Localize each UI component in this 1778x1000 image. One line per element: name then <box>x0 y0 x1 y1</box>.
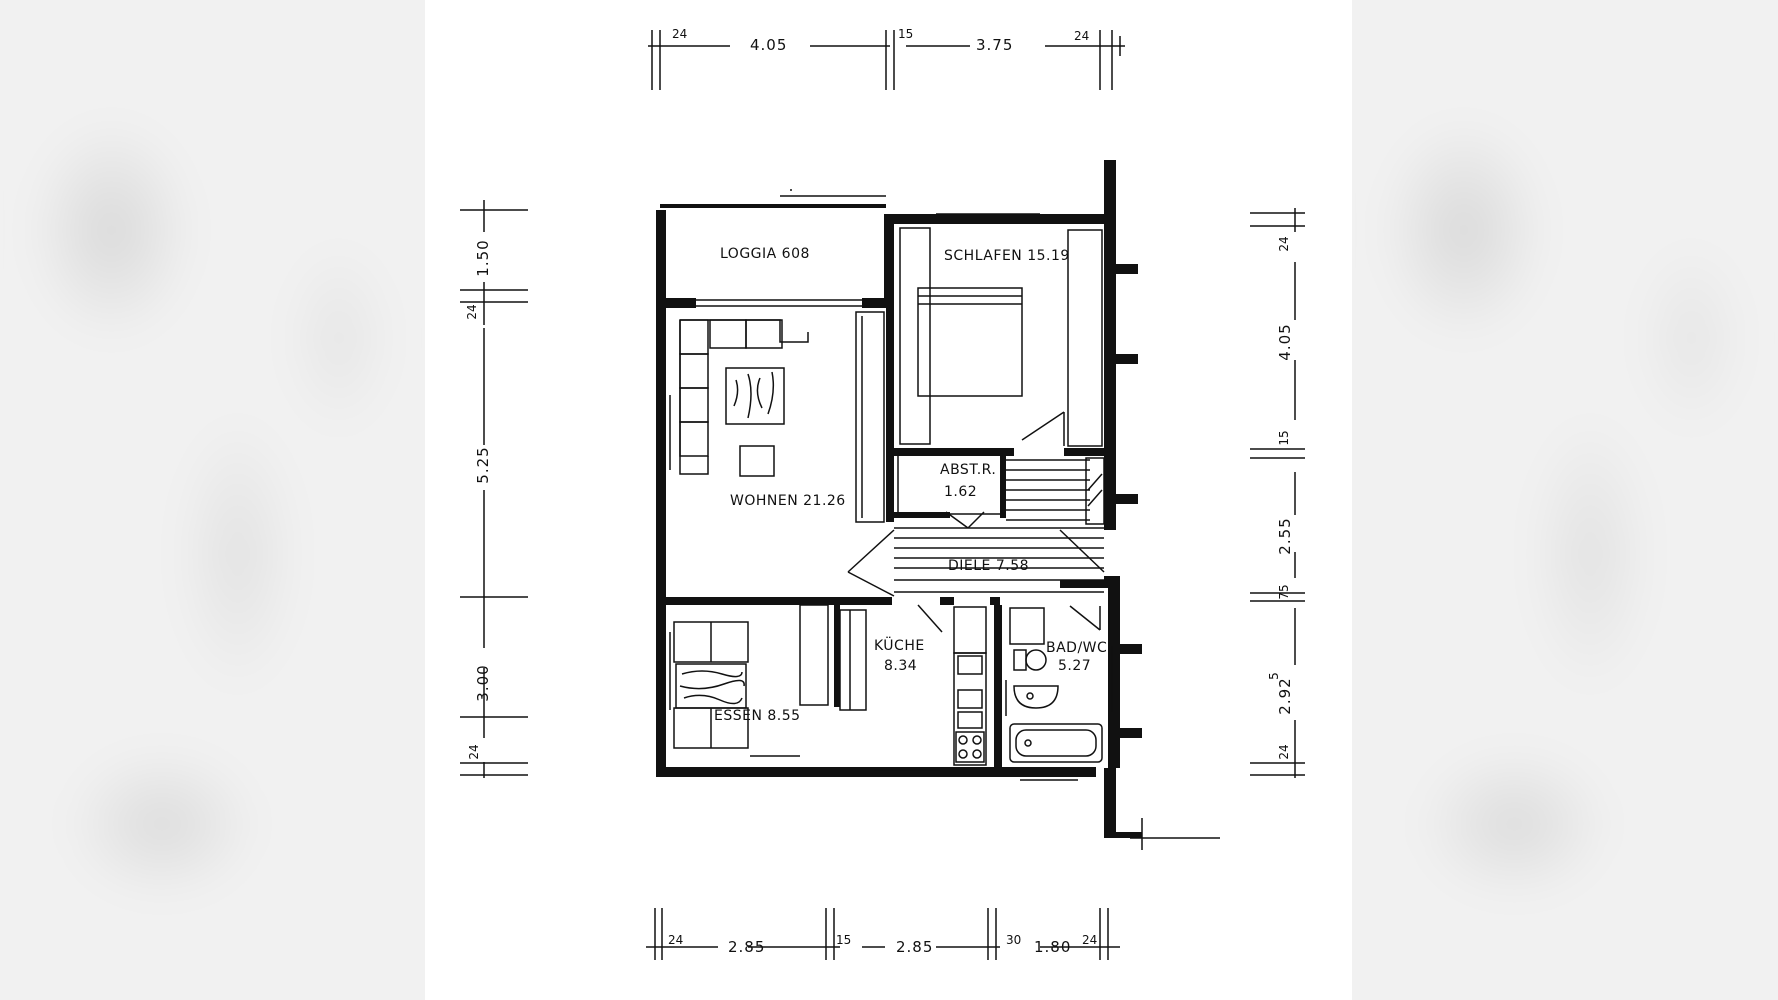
room-label-wohnen: WOHNEN 21.26 <box>730 493 846 509</box>
bedroom-room <box>899 213 1103 447</box>
room-label-kueche-name: KÜCHE <box>874 636 925 654</box>
floor-plan-sheet: 24 4.05 15 3.75 24 24 2.85 15 2.85 30 1.… <box>425 0 1352 1000</box>
stair-steps <box>1006 457 1105 525</box>
walls <box>656 160 1142 838</box>
room-label-schlafen: SCHLAFEN 15.19 <box>944 248 1070 264</box>
bottom-dimension-chain <box>646 908 1120 960</box>
top-dimension-chain <box>648 30 1125 90</box>
top-dim-1: 24 <box>672 27 687 41</box>
living-room <box>661 311 885 523</box>
bottom-dim-6: 1.80 <box>1034 938 1071 956</box>
blurred-background-right <box>1352 0 1778 1000</box>
dining-room <box>661 604 829 757</box>
right-dim-4: 2.55 <box>1276 517 1294 554</box>
top-dim-5: 24 <box>1074 29 1089 43</box>
bottom-dim-1: 24 <box>668 933 683 947</box>
bottom-dim-3: 15 <box>836 933 851 947</box>
blurred-background-left <box>0 0 425 1000</box>
bathroom-room <box>1005 605 1113 781</box>
room-label-kueche-area: 8.34 <box>884 658 917 674</box>
room-label-bad-area: 5.27 <box>1058 658 1091 674</box>
top-dim-4: 3.75 <box>976 36 1013 54</box>
room-label-abstr-area: 1.62 <box>944 484 977 500</box>
right-dim-6: 2.92 <box>1276 677 1294 714</box>
room-label-bad-name: BAD/WC <box>1046 640 1107 656</box>
top-dim-3: 15 <box>898 27 913 41</box>
right-dim-2: 4.05 <box>1276 323 1294 360</box>
left-dim-1: 1.50 <box>474 239 492 276</box>
right-dim-7: 24 <box>1277 744 1291 759</box>
room-label-abstr-name: ABST.R. <box>940 462 996 478</box>
left-dim-4: 3.00 <box>474 664 492 701</box>
top-dim-2: 4.05 <box>750 36 787 54</box>
right-dim-6-sup: 5 <box>1267 672 1281 680</box>
storage-room <box>897 453 1003 529</box>
bottom-dim-4: 2.85 <box>896 938 933 956</box>
loggia-room <box>696 195 886 307</box>
right-dim-1: 24 <box>1277 236 1291 251</box>
left-dimension-chain <box>460 200 528 778</box>
right-dim-3: 15 <box>1277 430 1291 445</box>
right-dim-5: 75 <box>1277 584 1291 599</box>
bottom-dim-7: 24 <box>1082 933 1097 947</box>
bottom-dim-5: 30 <box>1006 933 1021 947</box>
room-label-diele: DIELE 7.58 <box>948 558 1029 574</box>
right-dimension-chain <box>1250 208 1305 778</box>
hall-room <box>847 527 1105 597</box>
bottom-dim-2: 2.85 <box>728 938 765 956</box>
room-label-essen: ESSEN 8.55 <box>714 708 801 724</box>
left-dim-3: 5.25 <box>474 446 492 483</box>
room-label-loggia: LOGGIA 608 <box>720 246 810 262</box>
left-dim-5: 24 <box>467 744 481 759</box>
left-dim-2: 24 <box>465 304 479 319</box>
kitchen-room <box>839 604 987 771</box>
floor-plan-drawing: 24 4.05 15 3.75 24 24 2.85 15 2.85 30 1.… <box>460 27 1305 960</box>
